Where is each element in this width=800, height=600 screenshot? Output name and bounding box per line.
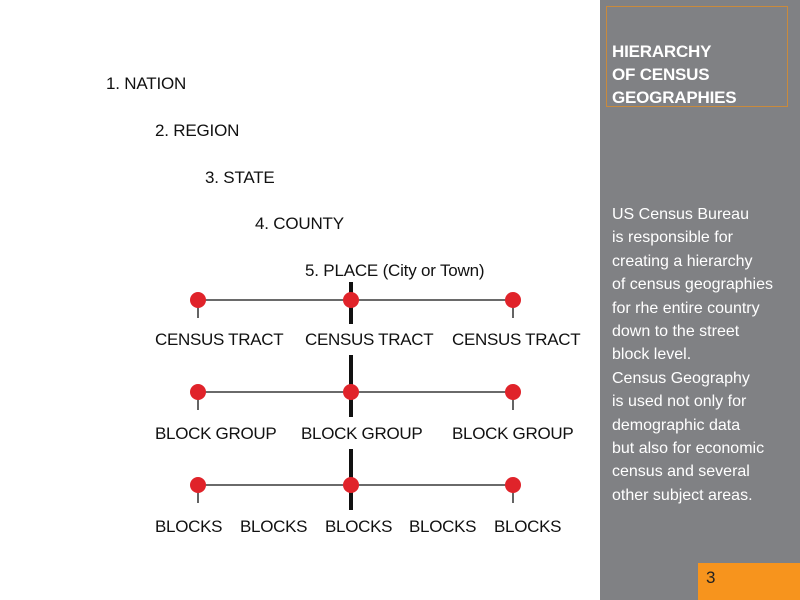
sidebar-title: HIERARCHY OF CENSUS GEOGRAPHIES (612, 40, 792, 109)
pin-marker (190, 292, 206, 308)
description-line: US Census Bureau (612, 206, 749, 223)
level-state: 3. STATE (205, 168, 275, 187)
blockgroup-label: BLOCK GROUP (452, 424, 574, 443)
description-line: for rhe entire country (612, 299, 760, 317)
description-line: of census geographies (612, 276, 773, 294)
description-line: creating a hierarchy (612, 252, 753, 270)
blocks-label: BLOCKS (155, 517, 223, 536)
level-place: 5. PLACE (City or Town) (305, 261, 485, 280)
blocks-label: BLOCKS (325, 517, 393, 536)
title-line: OF CENSUS (612, 65, 710, 84)
page-number-badge: 3 (698, 563, 800, 600)
description-line: other subject areas. (612, 486, 753, 504)
pin-marker (190, 477, 206, 493)
tract-label: CENSUS TRACT (305, 330, 434, 349)
description-line: Census Geography (612, 369, 750, 387)
pin-marker (505, 477, 521, 493)
pin-marker (343, 477, 359, 493)
level-region: 2. REGION (155, 121, 240, 140)
tract-label: CENSUS TRACT (452, 330, 581, 349)
blocks-label: BLOCKS (240, 517, 308, 536)
pin-marker (343, 384, 359, 400)
description-line: is responsible for (612, 229, 733, 247)
description-line: census and several (612, 463, 750, 481)
connector-lines (190, 282, 521, 510)
title-line: HIERARCHY (612, 42, 712, 61)
description-line: is used not only for (612, 393, 747, 411)
pin-marker (505, 292, 521, 308)
blockgroup-label: BLOCK GROUP (301, 424, 423, 443)
page-number: 3 (706, 568, 716, 587)
level-nation: 1. NATION (106, 74, 187, 93)
blocks-label: BLOCKS (494, 517, 562, 536)
title-line: GEOGRAPHIES (612, 88, 737, 107)
sidebar-description: US Census Bureau is responsible for crea… (612, 203, 800, 507)
level-county: 4. COUNTY (255, 214, 344, 233)
blockgroup-label: BLOCK GROUP (155, 424, 277, 443)
hierarchy-diagram: 1. NATION 2. REGION 3. STATE 4. COUNTY 5… (106, 74, 581, 536)
description-line: down to the street (612, 323, 740, 341)
description-line: block level. (612, 346, 692, 364)
sidebar-panel (600, 0, 800, 600)
tract-label: CENSUS TRACT (155, 330, 284, 349)
description-line: but also for economic (612, 440, 765, 458)
pin-marker (190, 384, 206, 400)
description-line: demographic data (612, 416, 741, 434)
title-frame (606, 6, 788, 107)
pin-marker (505, 384, 521, 400)
blocks-label: BLOCKS (409, 517, 477, 536)
pin-marker (343, 292, 359, 308)
